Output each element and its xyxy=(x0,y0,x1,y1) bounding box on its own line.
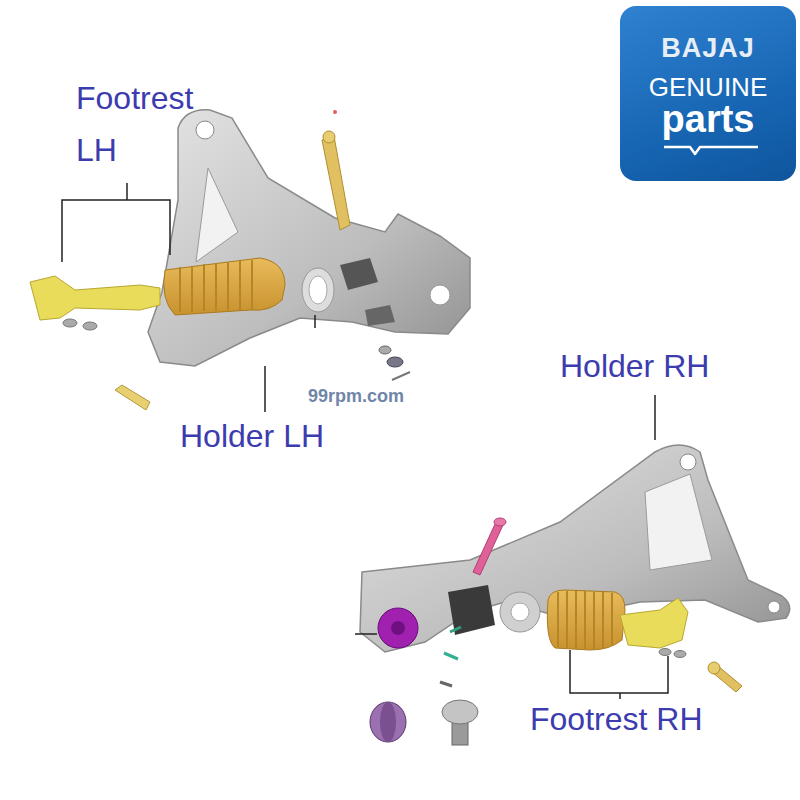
pins-lh xyxy=(115,110,410,410)
leader-lines-lh xyxy=(62,183,315,412)
logo-word: parts xyxy=(620,100,796,138)
part-label: Footrest RH xyxy=(530,701,790,738)
part-label: Footrest LH xyxy=(76,72,226,176)
logo-brand: BAJAJ xyxy=(620,32,796,64)
brand-logo: BAJAJGENUINEparts xyxy=(620,6,796,181)
part-label: Holder LH xyxy=(180,418,400,455)
watermark: 99rpm.com xyxy=(308,387,448,407)
footrest-lh-drawing xyxy=(30,258,285,330)
footrest-rh-drawing xyxy=(547,590,688,658)
leader-lines-rh xyxy=(355,395,668,699)
part-label: Holder RH xyxy=(560,348,790,385)
holder-rh-drawing xyxy=(360,445,790,652)
holder-lh-drawing xyxy=(148,110,470,366)
